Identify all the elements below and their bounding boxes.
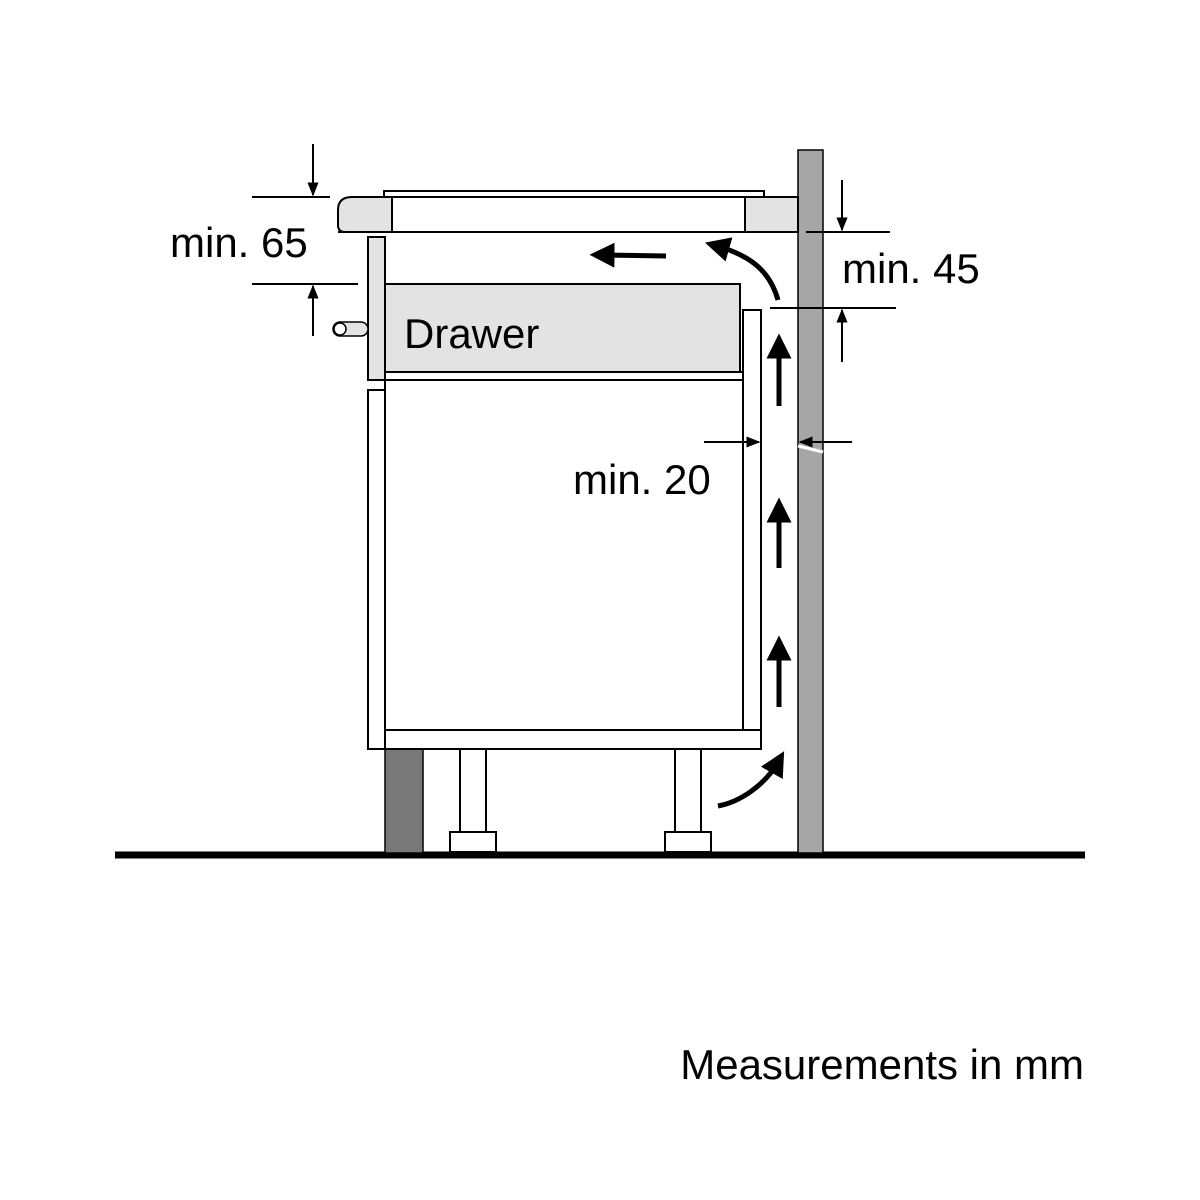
cabinet-rear-panel — [742, 309, 762, 731]
drawer-handle — [332, 321, 369, 337]
arrow-icon — [704, 237, 781, 301]
dimension-label-rear-gap: min. 20 — [573, 456, 711, 503]
dimension-rear-gap — [704, 436, 852, 454]
cabinet-front-panel-upper — [367, 236, 386, 381]
arrow-icon — [589, 242, 667, 268]
measurements-note: Measurements in mm — [680, 1041, 1084, 1088]
hob — [383, 190, 765, 233]
cabinet-leg-left — [449, 748, 497, 853]
cabinet-interior — [384, 379, 744, 731]
cabinet-front-panel-lower — [367, 389, 386, 750]
dimension-rear-gap-top — [770, 180, 896, 362]
dimension-label-top-clearance: min. 65 — [170, 219, 308, 266]
plinth — [384, 748, 424, 854]
airflow-arrows — [589, 237, 792, 809]
cabinet-leg-right — [664, 748, 712, 853]
cabinet-bottom-panel — [384, 729, 762, 750]
base-cabinet — [367, 236, 762, 750]
drawer-label: Drawer — [404, 310, 539, 357]
arrow-icon — [717, 751, 785, 809]
drawer — [384, 283, 741, 373]
worktop — [337, 196, 799, 233]
dimension-label-rear-gap-top: min. 45 — [842, 245, 980, 292]
dimension-top-clearance — [252, 144, 358, 336]
rear-wall — [797, 149, 824, 854]
